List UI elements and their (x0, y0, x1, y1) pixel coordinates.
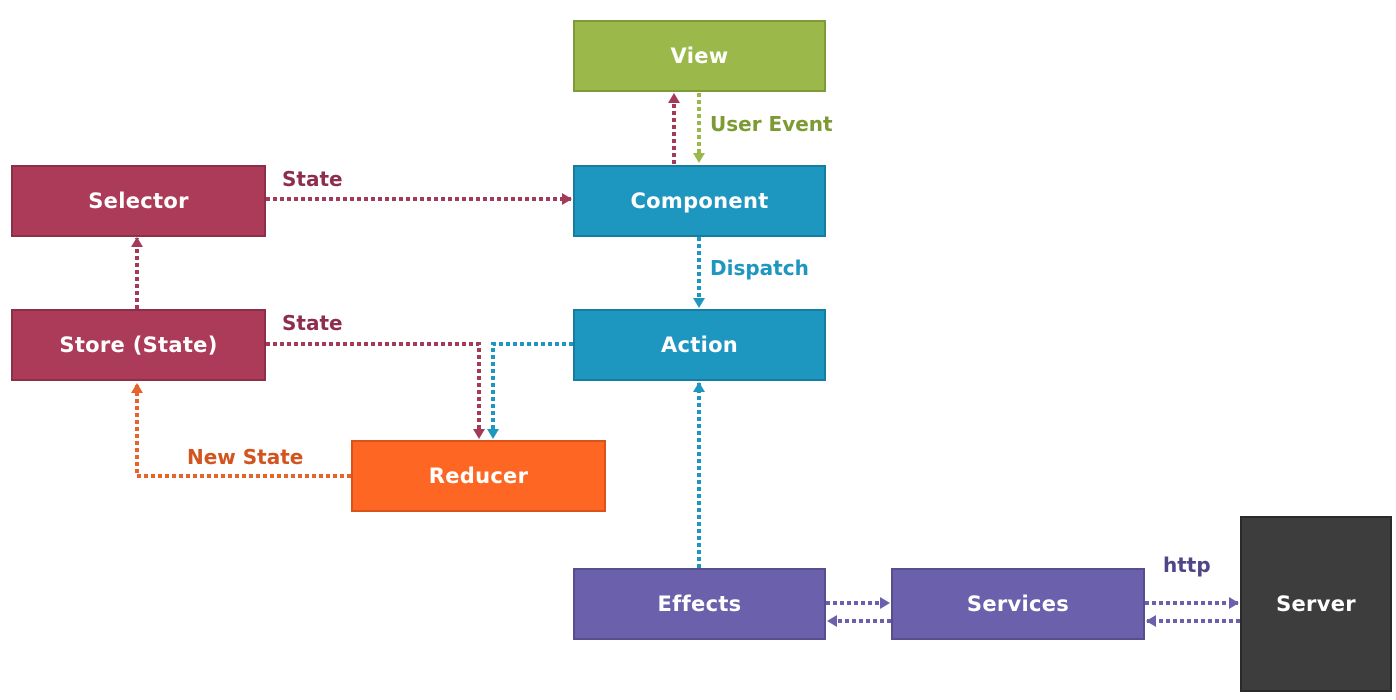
http-label: http (1163, 553, 1211, 577)
reducer-node: Reducer (351, 440, 606, 512)
action-to-reducer-arrow (487, 342, 573, 439)
selector-state-label: State (282, 167, 343, 191)
new-state-label: New State (187, 445, 304, 469)
dispatch-label: Dispatch (710, 256, 809, 280)
component-node: Component (573, 165, 826, 237)
services-node: Services (891, 568, 1145, 640)
view-node: View (573, 20, 826, 92)
store-node: Store (State) (11, 309, 266, 381)
store-state-label: State (282, 311, 343, 335)
new-state-arrow (131, 383, 351, 478)
store-to-reducer-arrow (266, 342, 485, 439)
action-node: Action (573, 309, 826, 381)
user-event-label: User Event (710, 112, 833, 136)
effects-node: Effects (573, 568, 826, 640)
selector-node: Selector (11, 165, 266, 237)
server-node: Server (1240, 516, 1392, 692)
